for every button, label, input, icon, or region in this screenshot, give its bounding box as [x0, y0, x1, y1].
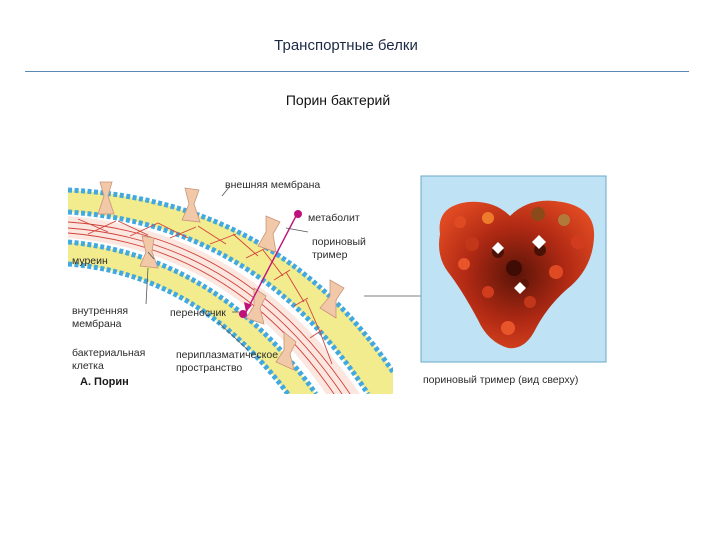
cytoplasm-region	[68, 268, 282, 394]
label-murein: муреин	[72, 255, 108, 267]
label-carrier: переносчик	[170, 307, 226, 319]
carrier-proteins	[139, 235, 297, 371]
label-inner-membrane-1: внутренняя	[72, 305, 128, 317]
murein-fibers	[68, 218, 351, 394]
label-porin-trimer-2: тример	[312, 249, 348, 261]
label-bacterial-cell-2: клетка	[72, 360, 104, 372]
porin-proteins	[97, 181, 345, 319]
membrane-diagram: внешняя мембрана метаболит пориновый три…	[68, 172, 393, 394]
label-outer-membrane: внешняя мембрана	[225, 179, 320, 191]
label-periplasmic-2: пространство	[176, 362, 242, 374]
metabolite-path-arrow	[245, 215, 297, 313]
label-periplasmic-1: периплазматическое	[176, 349, 278, 361]
murein-band	[68, 216, 360, 394]
trimer-caption: пориновый тример (вид сверху)	[423, 374, 578, 386]
inner-membrane-band	[68, 242, 316, 394]
label-bacterial-cell-1: бактериальная	[72, 347, 145, 359]
slide-title: Транспортные белки	[274, 37, 418, 54]
trimer-pores	[492, 235, 546, 294]
metabolite-dot	[294, 210, 302, 218]
panel-caption: А. Порин	[80, 376, 129, 388]
label-inner-membrane-2: мембрана	[72, 318, 122, 330]
title-divider	[25, 71, 689, 72]
slide-subtitle: Порин бактерий	[285, 92, 391, 108]
porin-figure: внешняя мембрана метаболит пориновый три…	[68, 172, 624, 394]
label-porin-trimer-1: пориновый	[312, 236, 366, 248]
label-metabolite: метаболит	[308, 212, 360, 224]
carrier-dot	[239, 310, 247, 318]
porin-trimer-top-view: пориновый тример (вид сверху)	[420, 175, 607, 386]
